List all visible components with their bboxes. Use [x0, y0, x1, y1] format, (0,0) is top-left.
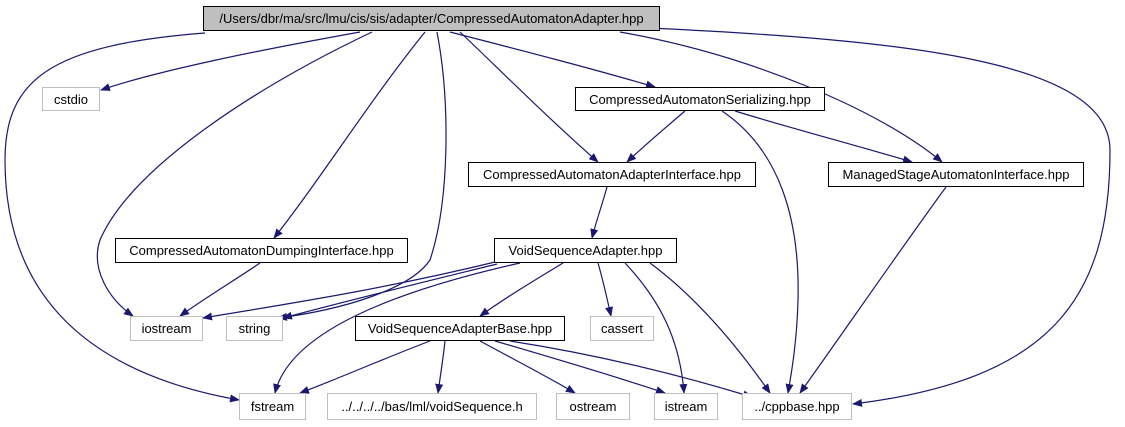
edge-root-to-cppbase	[649, 27, 1111, 407]
edge-serializing-to-adapter-interface	[626, 110, 686, 163]
edge-void-sequence-adapter-base-to-cppbase	[509, 340, 753, 399]
edge-root-to-managed-stage	[619, 31, 943, 163]
serializing-node[interactable]: CompressedAutomatonSerializing.hpp	[575, 87, 825, 111]
fstream-node[interactable]: fstream	[239, 393, 306, 420]
cstdio-node[interactable]: cstdio	[42, 87, 100, 111]
edge-void-sequence-adapter-to-fstream	[273, 262, 521, 394]
edge-void-sequence-adapter-base-to-fstream	[299, 340, 431, 394]
edge-managed-stage-to-cppbase	[799, 186, 947, 394]
dumping-interface-node[interactable]: CompressedAutomatonDumpingInterface.hpp	[115, 238, 408, 263]
edge-void-sequence-adapter-to-istream	[624, 262, 688, 394]
void-sequence-adapter-node[interactable]: VoidSequenceAdapter.hpp	[494, 238, 677, 263]
edge-root-to-fstream	[4, 32, 240, 403]
cppbase-node[interactable]: ../cppbase.hpp	[742, 393, 852, 420]
edge-adapter-interface-to-void-sequence-adapter	[590, 186, 608, 239]
void-sequence-h-node[interactable]: ../../../../bas/lml/voidSequence.h	[327, 393, 537, 420]
edge-void-sequence-adapter-to-iostream	[202, 261, 496, 321]
adapter-interface-node[interactable]: CompressedAutomatonAdapterInterface.hpp	[468, 162, 756, 187]
edge-root-to-iostream	[96, 31, 373, 317]
edge-void-sequence-adapter-base-to-istream	[494, 340, 666, 394]
istream-node[interactable]: istream	[654, 393, 718, 420]
managed-stage-node[interactable]: ManagedStageAutomatonInterface.hpp	[828, 162, 1084, 187]
root-file-node[interactable]: /Users/dbr/ma/src/lmu/cis/sis/adapter/Co…	[203, 6, 660, 31]
edge-root-to-dumping-interface	[273, 31, 426, 239]
void-sequence-adapter-base-node[interactable]: VoidSequenceAdapterBase.hpp	[355, 316, 565, 341]
string-node[interactable]: string	[226, 316, 283, 341]
edge-void-sequence-adapter-base-to-ostream	[479, 340, 576, 394]
edge-root-to-string	[277, 31, 447, 321]
edge-void-sequence-adapter-base-to-void-sequence-h	[435, 340, 446, 394]
dependency-edges	[4, 27, 1111, 407]
ostream-node[interactable]: ostream	[556, 393, 630, 420]
edge-void-sequence-adapter-to-cppbase	[649, 262, 771, 394]
edge-void-sequence-adapter-to-void-sequence-adapter-base	[479, 262, 564, 317]
edge-void-sequence-adapter-to-cassert	[597, 262, 613, 317]
edge-dumping-interface-to-iostream	[179, 262, 261, 317]
edge-void-sequence-adapter-to-string	[282, 263, 498, 320]
cassert-node[interactable]: cassert	[590, 316, 654, 341]
edge-root-to-cstdio	[100, 31, 361, 91]
edge-root-to-adapter-interface	[459, 31, 599, 163]
edge-serializing-to-managed-stage	[734, 110, 913, 164]
edge-serializing-to-cppbase	[721, 110, 799, 394]
iostream-node[interactable]: iostream	[130, 316, 203, 341]
edge-root-to-serializing	[449, 31, 656, 89]
